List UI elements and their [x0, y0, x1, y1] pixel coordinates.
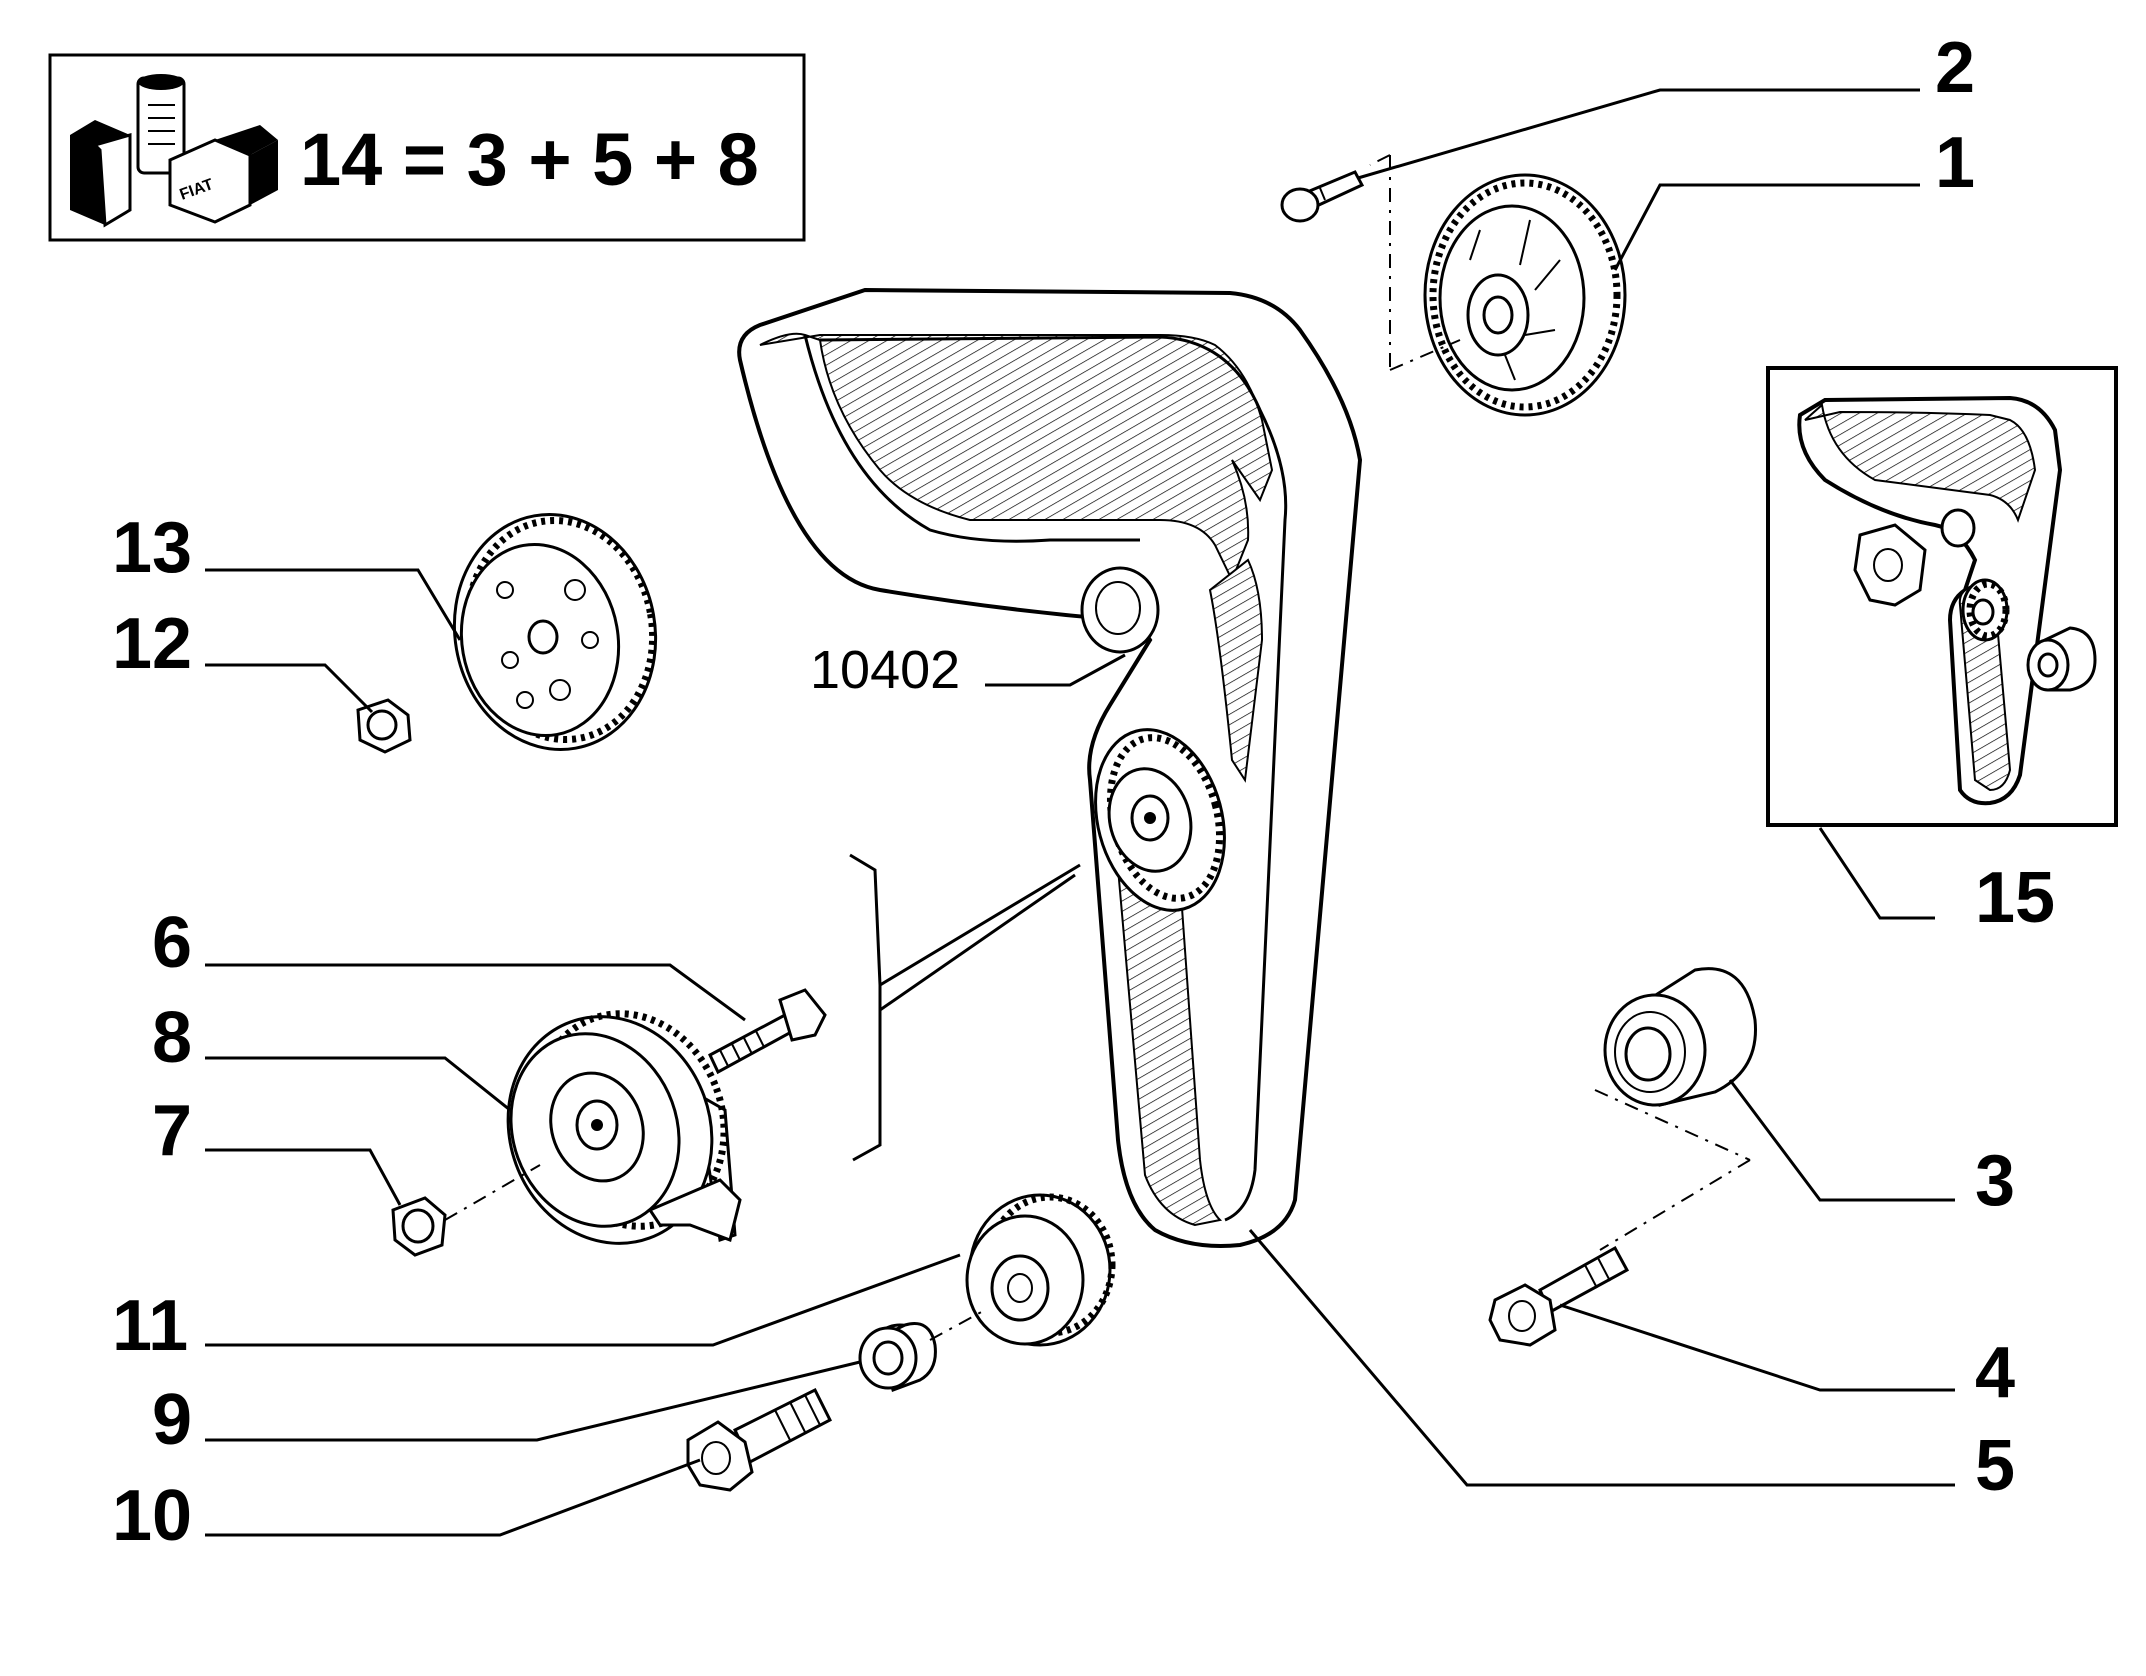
idler-roller-3 [1594, 967, 1757, 1251]
belt-bracket-lines [849, 853, 1081, 1162]
intermediate-pulley [452, 513, 658, 751]
callout-8: 8 [152, 998, 192, 1078]
timing-belt [737, 287, 1363, 1248]
kit-formula: 14 = 3 + 5 + 8 [300, 118, 759, 201]
flange-bolt-10 [686, 1387, 832, 1492]
flange-bolt-4 [1488, 1245, 1630, 1347]
belt-tensioner-pulley [1094, 728, 1226, 912]
pulley-bolt [1280, 170, 1365, 223]
tensioner-pulley [506, 1010, 742, 1245]
reference-code: 10402 [810, 640, 960, 700]
callout-9: 9 [152, 1380, 192, 1460]
callout-13: 13 [112, 508, 192, 588]
callout-3: 3 [1975, 1141, 2015, 1221]
callout-1: 1 [1935, 123, 1975, 203]
callout-6: 6 [152, 903, 192, 983]
callout-11: 11 [112, 1286, 188, 1366]
callout-2: 2 [1935, 28, 1975, 108]
callout-7: 7 [152, 1091, 192, 1171]
callout-15: 15 [1975, 858, 2055, 938]
callout-10: 10 [112, 1476, 192, 1556]
belt-kit-inset [1766, 366, 2118, 827]
belt-idler-hole [1080, 566, 1160, 654]
tensioner-stud [708, 988, 827, 1075]
kit-logo-icon: FIAT [70, 74, 278, 228]
leader-lines [205, 88, 1955, 1537]
callout-5: 5 [1975, 1426, 2015, 1506]
tensioner-nut-7 [391, 1164, 541, 1257]
spacer-bushing [858, 1309, 986, 1392]
idler-pulley-11 [965, 1193, 1116, 1347]
camshaft-pulley [1369, 154, 1627, 417]
kit-legend-box: FIAT 14 = 3 + 5 + 8 [48, 53, 806, 242]
callout-12: 12 [112, 604, 192, 684]
callout-4: 4 [1975, 1333, 2015, 1413]
